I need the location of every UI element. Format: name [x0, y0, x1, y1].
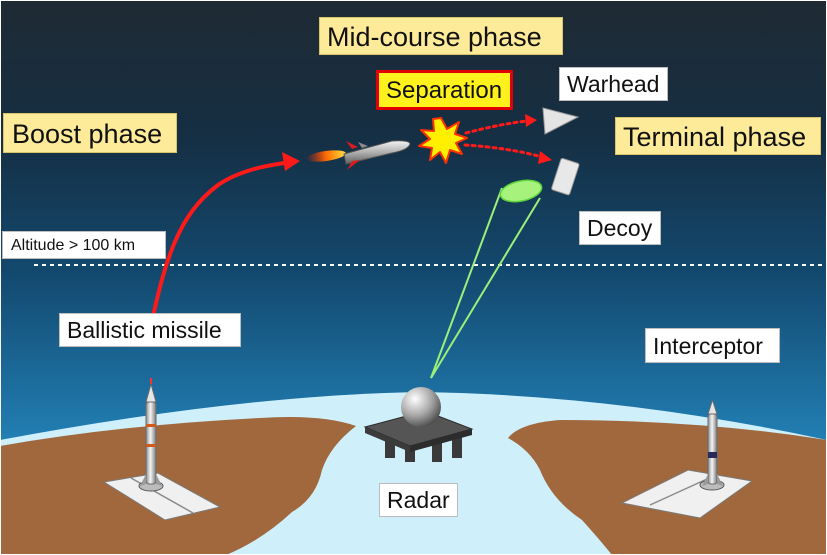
decoy-object [551, 158, 580, 196]
interceptor-label: Interceptor [645, 328, 780, 363]
decoy-label: Decoy [579, 211, 661, 245]
altitude-label: Altitude > 100 km [2, 231, 166, 259]
separation-label: Separation [376, 70, 513, 110]
warhead-object [542, 107, 580, 135]
decoy-arrowhead [538, 151, 552, 164]
interceptor-rocket [702, 398, 723, 486]
terminal-phase-label: Terminal phase [615, 117, 821, 155]
warhead-label: Warhead [559, 67, 668, 101]
ballistic-missile-label: Ballistic missile [59, 313, 241, 347]
separation-burst [418, 117, 468, 164]
warhead-trajectory [464, 119, 529, 135]
boost-trajectory [148, 160, 294, 332]
decoy-trajectory [463, 143, 544, 159]
radar-beam [430, 179, 543, 379]
mid-course-phase-label: Mid-course phase [319, 17, 563, 55]
radar-station [363, 387, 474, 462]
ground-ballistic-missile [140, 378, 162, 486]
flying-missile [306, 140, 411, 170]
radar-label: Radar [379, 483, 458, 517]
boost-arrowhead [282, 152, 300, 171]
warhead-arrowhead [525, 114, 537, 127]
boost-phase-label: Boost phase [3, 113, 177, 153]
